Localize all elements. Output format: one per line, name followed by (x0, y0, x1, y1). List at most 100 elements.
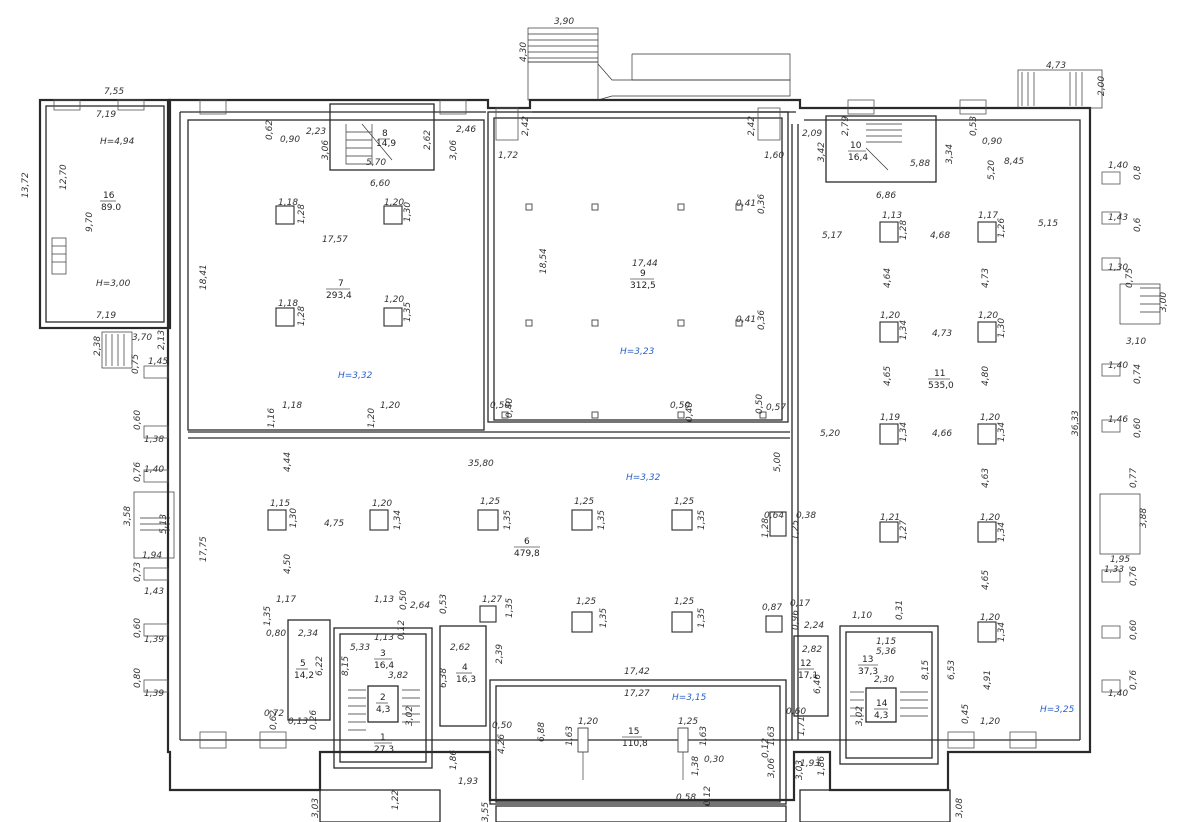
dim-label: 4,50 (283, 554, 293, 574)
height-room-6: H=3,32 (626, 473, 661, 483)
dim-label: 0,12 (397, 620, 407, 640)
dim-label: 3,10 (1126, 337, 1146, 347)
dim-label: 0,73 (133, 562, 143, 582)
room-5-outline (287, 619, 331, 721)
dim-label: 35,80 (468, 459, 494, 469)
room-7-label: 7 293,4 (326, 279, 352, 301)
dim-label: 1,26 (997, 218, 1007, 238)
room-number: 8 (382, 129, 388, 139)
dim-label: 1,45 (148, 357, 168, 367)
dim-label: 1,20 (980, 717, 1000, 727)
dim-label: 5,88 (910, 159, 930, 169)
dim-label: 0,80 (266, 629, 286, 639)
dim-label: 1,30 (289, 508, 299, 528)
dim-label: 3,06 (767, 758, 777, 778)
dim-label: 0,74 (1133, 364, 1143, 384)
dim-label: 3,55 (481, 802, 491, 822)
dim-label: 0,50 (399, 590, 409, 610)
dim-label: 0,60 (786, 707, 806, 717)
room-number: 16 (103, 191, 115, 201)
dim-label: 1,86 (449, 750, 459, 770)
dim-label: 4,73 (981, 268, 991, 288)
dim-label: 1,21 (880, 513, 900, 523)
dim-label: 1,35 (597, 510, 607, 530)
dim-label: 1,28 (297, 306, 307, 326)
room-15-outline (489, 679, 787, 805)
dim-label: 6,88 (537, 722, 547, 742)
dim-label: 1,25 (480, 497, 500, 507)
dim-label: 5,20 (820, 429, 840, 439)
dim-label: 0,50 (755, 394, 765, 414)
dim-label: 4,44 (283, 452, 293, 472)
height-room-16-top: H=4,94 (100, 137, 135, 147)
ramp-upper (631, 53, 791, 81)
dim-label: 5,36 (876, 647, 896, 657)
room-14-label: 14 4,3 (874, 699, 888, 721)
dim-label: 0,75 (131, 354, 141, 374)
room-10-label: 10 16,4 (848, 141, 868, 163)
room-number: 5 (300, 659, 306, 669)
dim-label: 1,15 (876, 637, 896, 647)
dim-label: 1,25 (791, 520, 801, 540)
height-room-15: H=3,15 (672, 693, 707, 703)
dim-label: 0,50 (492, 721, 512, 731)
room-13-label: 13 37,3 (858, 655, 878, 677)
dim-label: 2,38 (93, 336, 103, 356)
dim-label: 1,17 (276, 595, 296, 605)
room-15-label: 15 110,8 (622, 727, 648, 749)
room-area: 16,4 (848, 153, 868, 163)
room-area: 16,4 (374, 661, 394, 671)
dim-label: 0,36 (757, 310, 767, 330)
dim-label: 1,13 (374, 633, 394, 643)
height-labels: H=4,94 H=3,00 H=3,32 H=3,23 H=3,32 H=3,1… (96, 137, 1075, 715)
stair-left-upper (101, 331, 133, 369)
dim-label: 5,70 (366, 158, 386, 168)
dim-label: 1,39 (144, 635, 164, 645)
dim-label: 0,60 (1129, 620, 1139, 640)
room-7-outline (187, 119, 485, 431)
dim-label: 9,70 (85, 212, 95, 232)
room-number: 13 (862, 655, 873, 665)
dim-label: 5,00 (773, 452, 783, 472)
dim-label: 1,60 (764, 151, 784, 161)
dim-label: 4,30 (519, 42, 529, 62)
ramp (597, 63, 791, 101)
room-14-outline (865, 687, 897, 723)
dim-label: 2,62 (423, 130, 433, 150)
room-1-label: 1 27,3 (374, 733, 394, 755)
height-room-11: H=3,25 (1040, 705, 1075, 715)
dim-label: 1,15 (270, 499, 290, 509)
room-9-label: 9 312,5 (630, 269, 656, 291)
dim-label: 1,40 (1108, 689, 1128, 699)
stair-right-mid (1099, 493, 1141, 555)
dim-label: 0,50 (670, 401, 690, 411)
dim-label: 1,40 (1108, 161, 1128, 171)
dim-label: 3,02 (405, 706, 415, 726)
room-area: 110,8 (622, 739, 648, 749)
dim-label: 1,25 (674, 497, 694, 507)
dim-label: 6,46 (813, 674, 823, 694)
dim-label: 0,13 (288, 717, 308, 727)
dim-label: 1,20 (384, 295, 404, 305)
dim-label: 17,57 (322, 235, 348, 245)
dim-label: 1,43 (1108, 213, 1128, 223)
dim-label: 1,25 (678, 717, 698, 727)
dim-label: 7,55 (104, 87, 124, 97)
dim-label: 7,19 (96, 311, 116, 321)
dim-label: 0,38 (796, 511, 816, 521)
dim-label: 1,20 (367, 408, 377, 428)
dim-label: 1,18 (278, 198, 298, 208)
columns (267, 203, 997, 780)
height-room-9: H=3,23 (620, 347, 655, 357)
dim-label: 8,15 (921, 660, 931, 680)
dim-label: 1,39 (144, 689, 164, 699)
dim-label: 2,62 (450, 643, 470, 653)
dim-label: 0,12 (761, 738, 771, 758)
dim-label: 1,19 (880, 413, 900, 423)
dim-label: 1,35 (503, 510, 513, 530)
dim-label: 8,45 (1004, 157, 1024, 167)
dim-label: 1,34 (997, 522, 1007, 542)
room-area: 312,5 (630, 281, 656, 291)
room-3-inner (339, 633, 427, 763)
room-labels: 16 89.0 7 293,4 8 14,9 9 312,5 10 16,4 1… (101, 129, 954, 755)
